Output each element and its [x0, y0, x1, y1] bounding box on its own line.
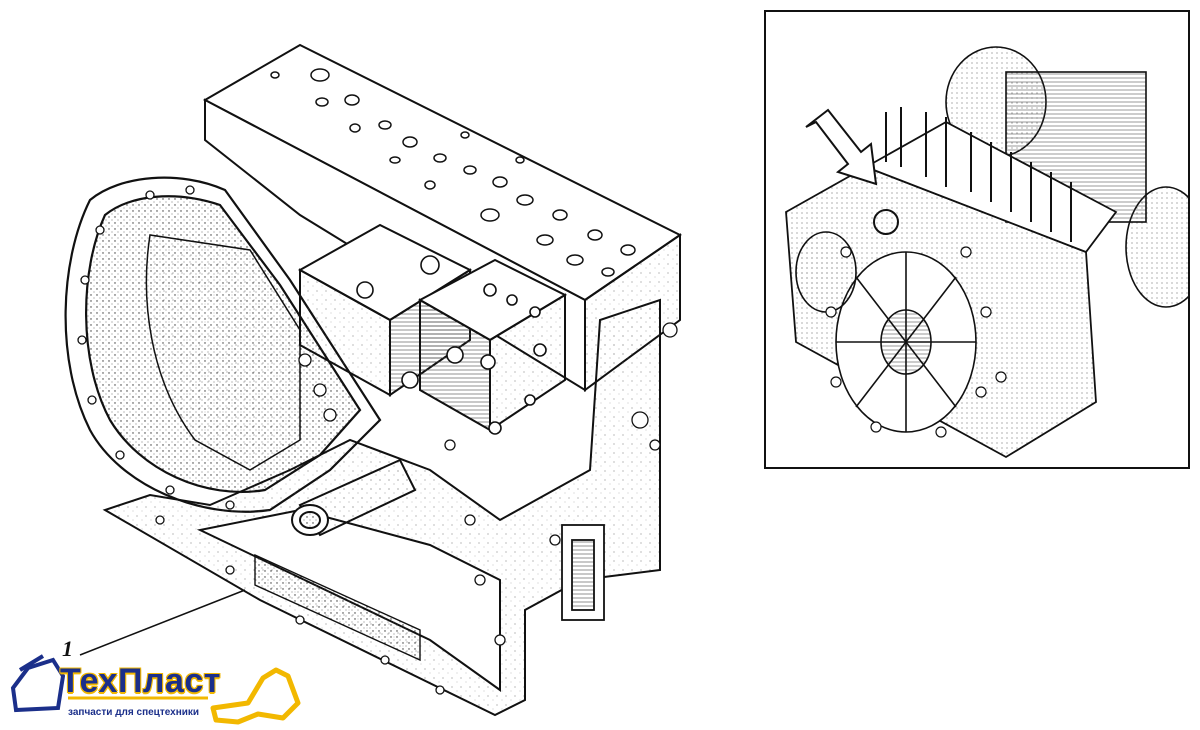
excavator-logo-icon [10, 654, 301, 725]
cover-bolts [825, 246, 1007, 438]
logo-wordmark: ТехПласт [60, 662, 221, 700]
logo-tagline: запчасти для спецтехники [68, 707, 200, 718]
lower-bolt-holes [155, 322, 678, 695]
inset-frame [764, 10, 1190, 469]
front-cover [795, 231, 977, 433]
callout-number: 1 [62, 636, 73, 661]
valve-block [297, 223, 568, 432]
valve-block-ports [356, 255, 547, 435]
location-arrow-icon [805, 108, 878, 186]
lower-casing [102, 298, 661, 717]
inspection-port [561, 524, 605, 621]
outlet-pipe [291, 458, 417, 537]
lifting-eye [873, 209, 899, 235]
callout-leader-line [79, 589, 246, 656]
flange-bolt-holes [77, 185, 337, 510]
top-block-holes [270, 68, 636, 277]
studs [885, 107, 1072, 242]
assembled-transmission-drawing [785, 46, 1188, 459]
bell-housing [64, 176, 382, 513]
